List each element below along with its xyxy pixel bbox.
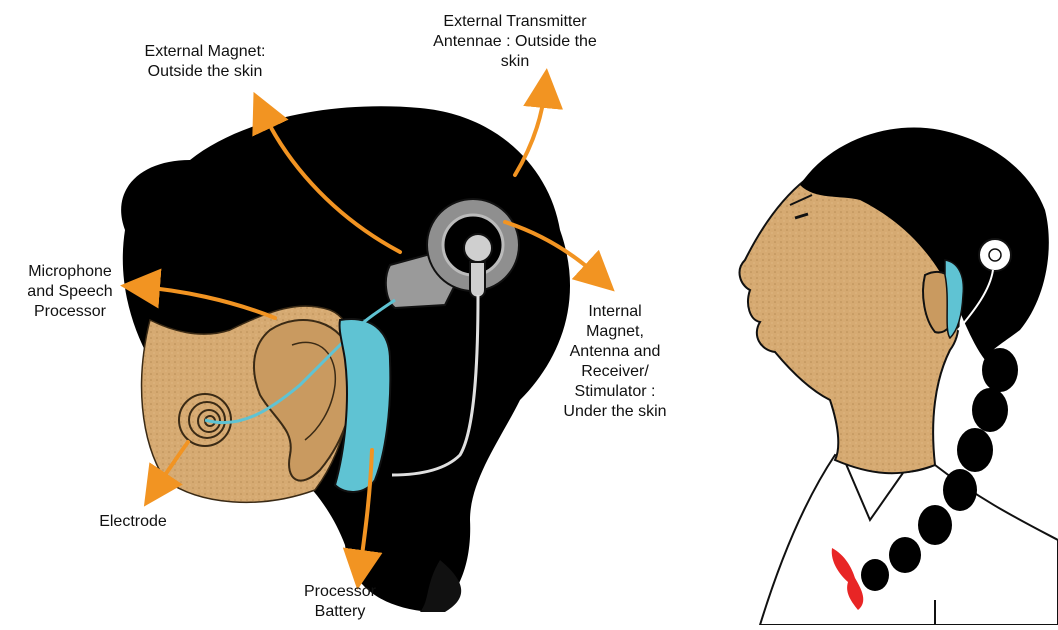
label-line: Antennae : Outside the xyxy=(400,32,630,52)
label-battery: Processor Battery xyxy=(280,582,400,622)
label-line: Internal xyxy=(540,302,690,322)
label-line: Antenna and xyxy=(540,342,690,362)
label-line: Electrode xyxy=(88,512,178,532)
label-line: Under the skin xyxy=(540,402,690,422)
label-line: Processor xyxy=(0,302,140,322)
label-line: Processor xyxy=(280,582,400,602)
label-line: and Speech xyxy=(0,282,140,302)
right-girl-figure xyxy=(740,127,1058,625)
label-external-transmitter: External Transmitter Antennae : Outside … xyxy=(400,12,630,72)
label-line: Battery xyxy=(280,602,400,622)
label-line: Outside the skin xyxy=(110,62,300,82)
label-electrode: Electrode xyxy=(88,512,178,532)
label-external-magnet: External Magnet: Outside the skin xyxy=(110,42,300,82)
label-line: skin xyxy=(400,52,630,72)
label-internal-magnet: Internal Magnet, Antenna and Receiver/ S… xyxy=(540,302,690,422)
label-microphone: Microphone and Speech Processor xyxy=(0,262,140,322)
left-head xyxy=(121,106,570,612)
label-line: Magnet, xyxy=(540,322,690,342)
label-line: External Transmitter xyxy=(400,12,630,32)
label-line: Microphone xyxy=(0,262,140,282)
label-line: Receiver/ xyxy=(540,362,690,382)
label-line: External Magnet: xyxy=(110,42,300,62)
label-line: Stimulator : xyxy=(540,382,690,402)
